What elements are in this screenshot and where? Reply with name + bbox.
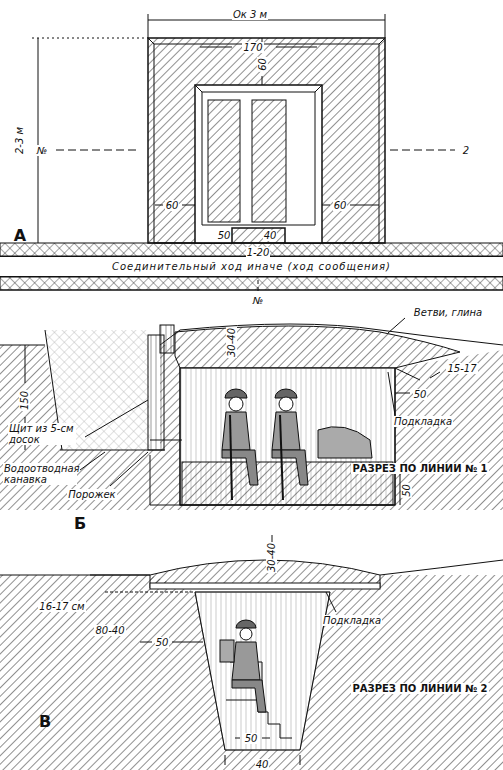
- dimension-label: 60: [256, 57, 267, 72]
- dimension-label: Порожек: [67, 489, 116, 500]
- dimension-label: 1-20: [246, 247, 271, 258]
- dimension-label: 2-3 м: [15, 125, 26, 154]
- dimension-label: 60: [165, 200, 180, 211]
- communication-trench: [0, 243, 503, 290]
- section-caption: РАЗРЕЗ ПО ЛИНИИ № 2: [351, 683, 488, 694]
- dimension-label: Подкладка: [393, 416, 453, 427]
- dimension-label: 50: [413, 389, 428, 400]
- view-letter: В: [38, 713, 52, 731]
- callout-note: Щит из 5-см досок: [8, 423, 76, 445]
- dimension-label: 15-17: [446, 363, 477, 374]
- dimension-label: Ок 3 м: [232, 9, 268, 20]
- dimension-label: 50: [244, 733, 259, 744]
- section-2: [0, 535, 503, 770]
- dimension-label: 16-17 см: [38, 601, 85, 612]
- dimension-label: 50: [155, 637, 170, 648]
- dimension-label: 170: [242, 42, 263, 53]
- trench-band: Соединительный ход иначе (ход сообщения): [0, 256, 503, 277]
- section-1: [0, 318, 503, 510]
- dimension-label: 30-40: [267, 541, 278, 572]
- dimension-label: №: [252, 295, 264, 306]
- dimension-label: 60: [333, 200, 348, 211]
- dimension-label: 50: [217, 230, 232, 241]
- trench-name: Соединительный ход иначе (ход сообщения): [112, 261, 391, 272]
- view-letter: А: [13, 227, 27, 245]
- callout-note: Водоотводная канавка: [3, 463, 77, 485]
- dimension-label: 50: [400, 483, 411, 498]
- dimension-label: Подкладка: [322, 615, 382, 626]
- dimension-label: 40: [263, 230, 278, 241]
- dimension-label: 2: [462, 145, 470, 156]
- view-letter: Б: [73, 515, 87, 533]
- dimension-label: 80-40: [94, 625, 125, 636]
- dimension-label: 30-40: [227, 326, 238, 357]
- dimension-label: 150: [20, 389, 31, 410]
- dimension-label: Ветви, глина: [413, 307, 483, 318]
- section-caption: РАЗРЕЗ ПО ЛИНИИ № 1: [351, 463, 488, 474]
- dimension-label: 40: [255, 759, 270, 770]
- dimension-label: №: [36, 145, 48, 156]
- soldier-figure: [220, 620, 266, 712]
- soldier-figure: [222, 389, 372, 500]
